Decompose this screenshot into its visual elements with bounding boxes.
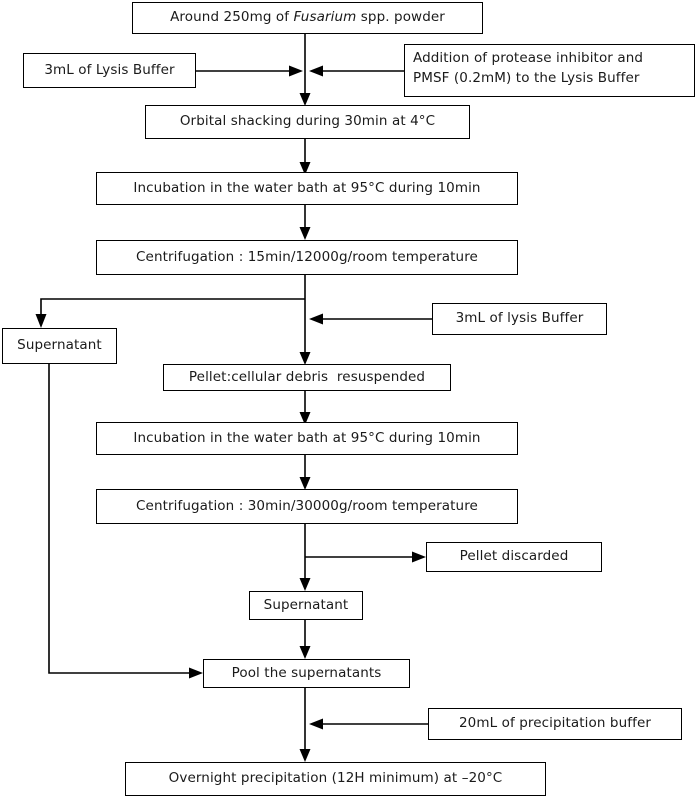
arrowhead-into-centrifugation1 [299, 227, 311, 240]
node-fusarium-powder: Around 250mg of Fusarium spp. powder [132, 2, 483, 34]
arrowhead-precipitationbuffer [309, 718, 323, 730]
powder-text-italic: Fusarium [293, 9, 357, 26]
arrowhead-into-supernatant2 [299, 578, 311, 591]
precipitation-buffer-label: 20mL of precipitation buffer [458, 715, 652, 732]
node-orbital-shacking: Orbital shacking during 30min at 4°C [145, 105, 470, 139]
overnight-precipitation-label: Overnight precipitation (12H minimum) at… [168, 770, 503, 787]
arrowhead-into-pelletdiscarded [412, 551, 426, 563]
node-supernatant-1: Supernatant [2, 328, 117, 364]
arrowhead-into-overnight [299, 749, 311, 762]
node-protease-inhibitor: Addition of protease inhibitor and PMSF … [404, 44, 695, 97]
node-centrifugation-1: Centrifugation : 15min/12000g/room tempe… [96, 240, 518, 275]
arrowhead-into-centrifugation2 [299, 477, 311, 490]
incubation-1-label: Incubation in the water bath at 95°C dur… [133, 179, 481, 196]
node-precipitation-buffer: 20mL of precipitation buffer [428, 708, 682, 740]
incubation-2-label: Incubation in the water bath at 95°C dur… [133, 429, 481, 446]
node-incubation-1: Incubation in the water bath at 95°C dur… [96, 172, 518, 205]
pellet-discarded-label: Pellet discarded [459, 548, 569, 565]
arrowhead-into-orbital [299, 93, 311, 106]
powder-text-prefix: Around 250mg of [170, 9, 294, 26]
arrowhead-into-supernatant1 [35, 314, 47, 328]
supernatant-2-label: Supernatant [263, 596, 349, 613]
edge-centrifugation1-to-supernatant1 [40, 298, 305, 315]
arrowhead-into-pool-top [299, 646, 311, 659]
node-centrifugation-2: Centrifugation : 30min/30000g/room tempe… [96, 489, 518, 524]
node-supernatant-2: Supernatant [249, 591, 363, 620]
arrowhead-protease [309, 65, 323, 77]
arrowhead-lysisbuffer1 [289, 65, 303, 77]
arrowhead-into-pool-left [189, 667, 203, 679]
arrowhead-lysisbuffer2 [309, 313, 323, 325]
node-overnight-precipitation: Overnight precipitation (12H minimum) at… [125, 762, 546, 796]
node-pellet-resuspended: Pellet:cellular debris resuspended [163, 364, 451, 391]
pellet-resuspended-label: Pellet:cellular debris resuspended [188, 368, 426, 385]
node-incubation-2: Incubation in the water bath at 95°C dur… [96, 422, 518, 455]
lysis-buffer-2-label: 3mL of lysis Buffer [455, 310, 584, 327]
arrowhead-into-incubation2 [299, 412, 311, 425]
protease-line-2: PMSF (0.2mM) to the Lysis Buffer [413, 69, 640, 86]
powder-text-suffix: spp. powder [356, 9, 445, 26]
supernatant-1-label: Supernatant [17, 337, 102, 354]
node-lysis-buffer-1: 3mL of Lysis Buffer [23, 53, 196, 88]
protease-line-1: Addition of protease inhibitor and [413, 50, 644, 66]
lysis-buffer-1-label: 3mL of Lysis Buffer [44, 61, 175, 78]
node-pellet-discarded: Pellet discarded [426, 542, 602, 572]
centrifugation-2-label: Centrifugation : 30min/30000g/room tempe… [136, 497, 478, 514]
arrowhead-into-incubation1 [299, 162, 311, 175]
arrowhead-into-pellet [299, 352, 311, 365]
orbital-shacking-label: Orbital shacking during 30min at 4°C [179, 113, 436, 130]
node-pool-supernatants: Pool the supernatants [203, 659, 410, 688]
node-lysis-buffer-2: 3mL of lysis Buffer [432, 303, 607, 335]
edge-supernatant1-to-pool [48, 364, 192, 674]
pool-supernatants-label: Pool the supernatants [231, 664, 382, 681]
centrifugation-1-label: Centrifugation : 15min/12000g/room tempe… [136, 248, 478, 265]
